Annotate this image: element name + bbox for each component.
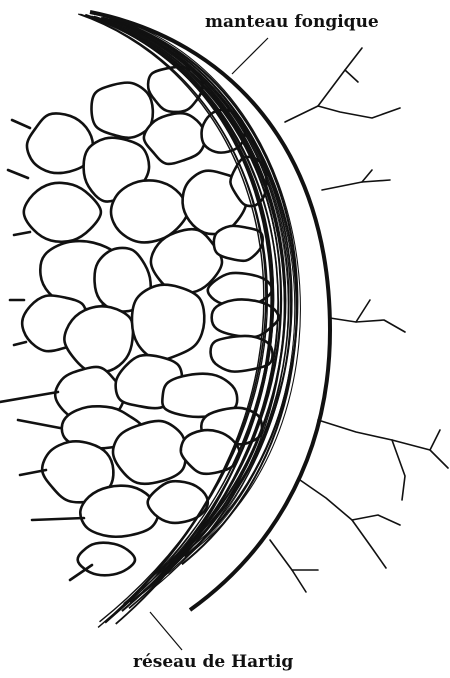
root-cell (144, 113, 205, 164)
external-hypha (318, 420, 448, 468)
external-hypha (318, 106, 400, 118)
external-hypha (430, 430, 440, 450)
mantle-label: manteau fongique (205, 12, 379, 32)
external-hypha (285, 48, 362, 122)
external-hypha (362, 170, 372, 182)
hartig-net-label: réseau de Hartig (133, 652, 293, 672)
root-cell (132, 285, 204, 360)
cell-wall-line (12, 120, 30, 128)
external-hypha (392, 440, 405, 500)
external-hypha (352, 515, 400, 525)
external-hypha (270, 540, 306, 592)
external-hypha (300, 480, 386, 568)
external-hypha (330, 318, 405, 332)
external-hypha (345, 70, 358, 82)
root-cell (91, 83, 152, 138)
mantle-leader-line (232, 38, 268, 74)
root-cell (212, 299, 279, 337)
root-cell (80, 486, 158, 537)
cell-wall-line (14, 232, 30, 235)
cell-wall-line (32, 518, 84, 520)
external-hypha (322, 180, 390, 190)
hartig-net-leader-line (150, 612, 182, 650)
cell-wall-line (18, 420, 60, 428)
cell-wall-line (14, 342, 26, 345)
cell-wall-line (0, 392, 58, 402)
external-hypha (356, 300, 370, 322)
root-cell (214, 226, 263, 261)
root-cell (64, 306, 133, 372)
cell-wall-line (8, 170, 28, 178)
root-cell (24, 183, 101, 242)
